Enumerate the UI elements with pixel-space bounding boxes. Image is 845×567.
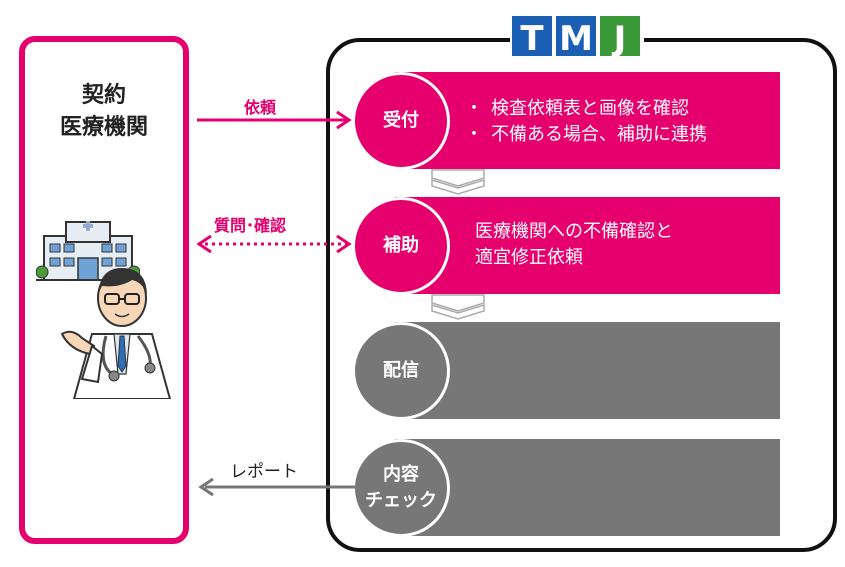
logo-letter-j: J [612, 19, 627, 58]
tmj-logo: T M J [512, 16, 640, 58]
step-reception-circle: 受付 [352, 72, 450, 170]
reception-line-1: 検査依頼表と画像を確認 [491, 98, 689, 119]
logo-letter-t: T [520, 19, 544, 58]
step-delivery-bar [395, 322, 780, 419]
report-arrow-label: レポート [230, 462, 298, 482]
request-arrow-label: 依頼 [244, 98, 277, 117]
client-institution-title: 契約 医療機関 [59, 83, 148, 140]
reception-line-2: 不備ある場合、補助に連携 [491, 124, 707, 145]
inquiry-arrow-label: 質問･確認 [214, 216, 287, 235]
doctor-icon [60, 268, 172, 399]
logo-letter-m: M [559, 19, 593, 58]
hospital-icon [36, 221, 140, 281]
chevron-down-icon [431, 169, 485, 195]
step-reception-bar: ・検査依頼表と画像を確認 ・不備ある場合、補助に連携 [395, 72, 780, 169]
chevron-down-icon [431, 294, 485, 320]
step-assist-bar: 医療機関への不備確認と 適宜修正依頼 [395, 197, 780, 294]
step-delivery-circle: 配信 [352, 322, 450, 420]
assist-line-2: 適宜修正依頼 [475, 247, 583, 268]
assist-line-1: 医療機関への不備確認と [475, 221, 673, 242]
step-content-check-circle: 内容 チェック [352, 439, 450, 537]
step-assist-circle: 補助 [352, 197, 450, 295]
report-arrow [198, 477, 355, 497]
step-content-check-bar [395, 439, 780, 536]
inquiry-arrow [197, 234, 352, 254]
request-arrow [197, 110, 352, 130]
